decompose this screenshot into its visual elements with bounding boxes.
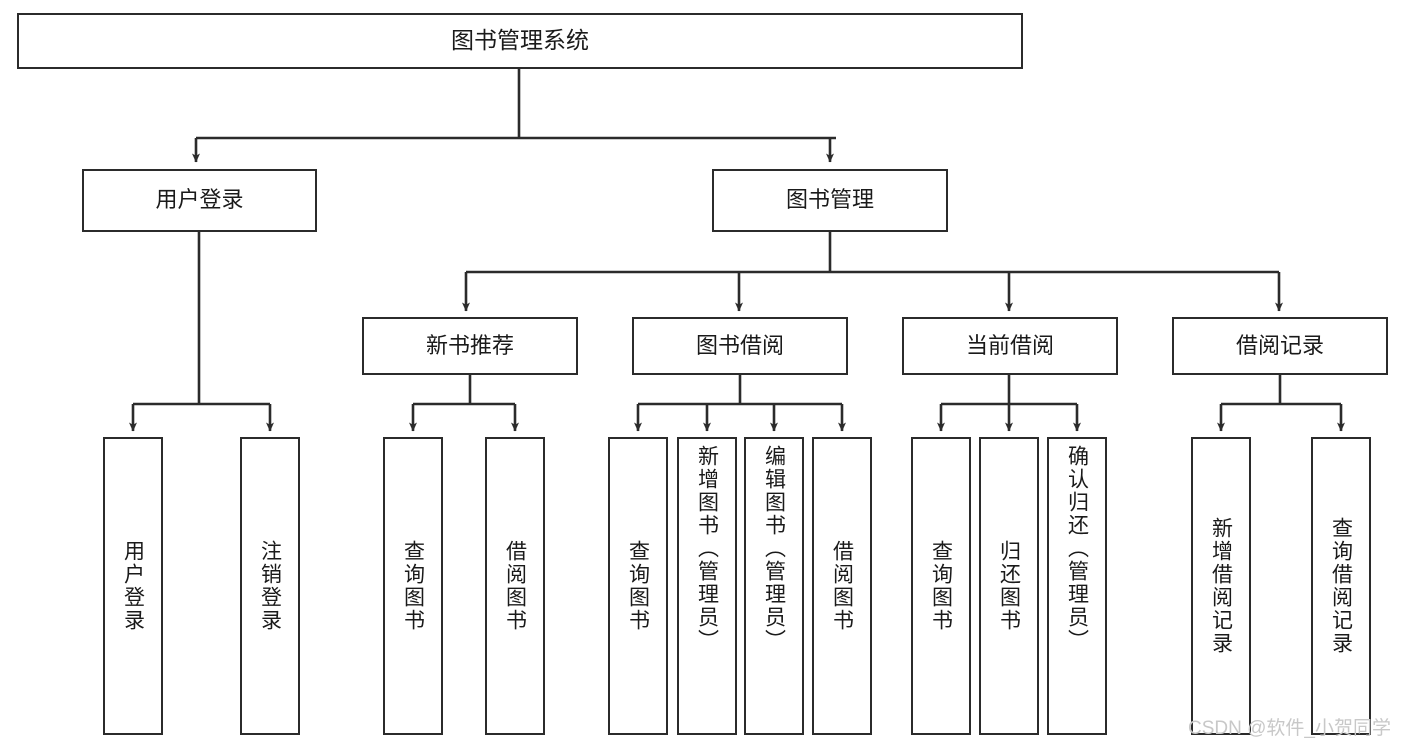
node-leaf-query-record[interactable]: 查询借阅记录: [1311, 437, 1371, 735]
node-new-book-recommend[interactable]: 新书推荐: [362, 317, 578, 375]
node-leaf-query-book-2[interactable]: 查询图书: [608, 437, 668, 735]
node-label: 注销登录: [258, 540, 282, 632]
node-label: 新增图书（管理员）: [695, 445, 719, 652]
node-leaf-borrow-book-2[interactable]: 借阅图书: [812, 437, 872, 735]
node-label: 图书管理系统: [451, 27, 589, 54]
node-leaf-confirm-return[interactable]: 确认归还（管理员）: [1047, 437, 1107, 735]
node-leaf-query-book-3[interactable]: 查询图书: [911, 437, 971, 735]
node-borrow-record[interactable]: 借阅记录: [1172, 317, 1388, 375]
node-label: 编辑图书（管理员）: [762, 445, 786, 652]
node-leaf-edit-book[interactable]: 编辑图书（管理员）: [744, 437, 804, 735]
node-label: 查询图书: [401, 540, 425, 632]
node-leaf-borrow-book-1[interactable]: 借阅图书: [485, 437, 545, 735]
node-leaf-add-book[interactable]: 新增图书（管理员）: [677, 437, 737, 735]
node-label: 当前借阅: [965, 332, 1054, 358]
node-label: 确认归还（管理员）: [1065, 445, 1089, 652]
node-label: 图书管理: [785, 187, 874, 213]
node-label: 查询图书: [929, 540, 953, 632]
node-label: 用户登录: [155, 187, 244, 213]
node-label: 借阅图书: [830, 540, 854, 632]
node-label: 新书推荐: [425, 332, 514, 358]
node-label: 查询借阅记录: [1329, 517, 1353, 655]
node-leaf-query-book-1[interactable]: 查询图书: [383, 437, 443, 735]
node-book-management[interactable]: 图书管理: [712, 169, 948, 232]
node-leaf-user-login[interactable]: 用户登录: [103, 437, 163, 735]
node-label: 归还图书: [997, 540, 1021, 632]
node-label: 图书借阅: [695, 332, 784, 358]
node-leaf-logout-login[interactable]: 注销登录: [240, 437, 300, 735]
csdn-watermark: CSDN @软件_小贺同学: [1188, 718, 1391, 739]
node-current-borrow[interactable]: 当前借阅: [902, 317, 1118, 375]
node-label: 查询图书: [626, 540, 650, 632]
node-leaf-add-record[interactable]: 新增借阅记录: [1191, 437, 1251, 735]
node-leaf-return-book[interactable]: 归还图书: [979, 437, 1039, 735]
node-label: 借阅记录: [1235, 332, 1324, 358]
node-label: 借阅图书: [503, 540, 527, 632]
node-user-login[interactable]: 用户登录: [82, 169, 317, 232]
node-label: 新增借阅记录: [1209, 517, 1233, 655]
node-label: 用户登录: [121, 540, 145, 632]
node-book-borrow[interactable]: 图书借阅: [632, 317, 848, 375]
node-root-system[interactable]: 图书管理系统: [17, 13, 1023, 69]
